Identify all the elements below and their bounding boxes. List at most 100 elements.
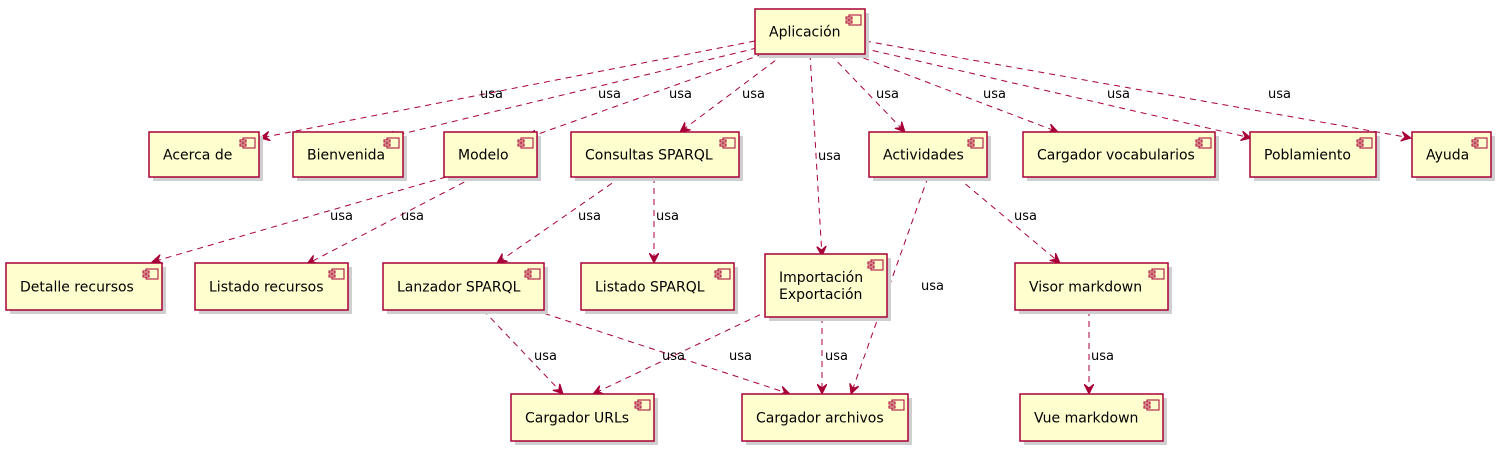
component-label: Aplicación xyxy=(769,25,841,41)
edge-label-aplicacion-to-cargvocab: usa xyxy=(983,87,1006,102)
component-bienvenida: Bienvenida xyxy=(292,131,407,181)
edge-aplicacion-to-poblamiento xyxy=(861,47,1251,138)
component-icon xyxy=(967,137,984,149)
edge-label-actividades-to-cargarch: usa xyxy=(921,279,944,294)
component-label: Bienvenida xyxy=(307,148,385,164)
edge-label-aplicacion-to-impexp: usa xyxy=(818,149,841,164)
component-label: Ayuda xyxy=(1426,148,1469,164)
component-label: Consultas SPARQL xyxy=(585,148,713,164)
component-box xyxy=(764,253,888,318)
edge-lanzador-to-cargarch xyxy=(533,309,790,394)
edge-aplicacion-to-bienvenida xyxy=(385,47,758,138)
edge-label-visor-to-vuemd: usa xyxy=(1091,349,1114,364)
component-label: Importación xyxy=(779,270,863,286)
component-icon xyxy=(1148,268,1165,280)
edge-label-consultas-to-listadosparql: usa xyxy=(656,209,679,224)
component-label: Listado SPARQL xyxy=(595,280,705,296)
component-acerca: Acerca de xyxy=(148,131,263,181)
component-actividades: Actividades xyxy=(868,131,991,181)
component-box xyxy=(382,262,545,311)
component-cargurls: Cargador URLs xyxy=(510,393,658,445)
component-box xyxy=(580,262,735,311)
edge-label-consultas-to-lanzador: usa xyxy=(578,209,601,224)
component-box xyxy=(5,262,163,311)
component-modelo: Modelo xyxy=(443,131,541,181)
component-box xyxy=(194,262,349,311)
component-icon xyxy=(142,268,159,280)
component-label: Poblamiento xyxy=(1264,148,1351,164)
component-listadosparql: Listado SPARQL xyxy=(580,262,738,314)
component-consultas: Consultas SPARQL xyxy=(570,131,743,181)
component-aplicacion: Aplicación xyxy=(754,8,869,58)
edge-label-aplicacion-to-ayuda: usa xyxy=(1268,87,1291,102)
component-icon xyxy=(524,268,541,280)
edge-aplicacion-to-impexp xyxy=(809,53,822,256)
component-box xyxy=(741,393,909,442)
component-label: Modelo xyxy=(458,148,509,164)
component-label: Cargador vocabularios xyxy=(1037,148,1195,164)
component-icon xyxy=(1143,399,1160,411)
component-cargvocab: Cargador vocabularios xyxy=(1022,131,1219,181)
component-icon xyxy=(1356,137,1373,149)
component-icon xyxy=(845,14,862,26)
edge-modelo-to-listadorec xyxy=(307,176,475,264)
component-icon xyxy=(634,399,651,411)
edge-aplicacion-to-ayuda xyxy=(864,40,1411,138)
component-icon xyxy=(328,268,345,280)
component-label: Acerca de xyxy=(163,148,232,164)
component-box xyxy=(868,131,988,178)
component-label: Detalle recursos xyxy=(20,280,134,296)
component-listadorec: Listado recursos xyxy=(194,262,352,314)
component-box xyxy=(510,393,655,442)
component-ayuda: Ayuda xyxy=(1411,131,1495,181)
component-icon xyxy=(888,399,905,411)
component-box xyxy=(1019,393,1164,442)
component-cargarch: Cargador archivos xyxy=(741,393,912,445)
edge-labels-layer: usa usa usa usa usa usa usa usa usa usa usa usa usa u… xyxy=(330,87,1291,364)
edge-label-impexp-to-cargurls: usa xyxy=(662,349,685,364)
edge-label-aplicacion-to-actividades: usa xyxy=(876,87,899,102)
component-box xyxy=(1014,262,1169,311)
component-box xyxy=(570,131,740,178)
component-icon xyxy=(1195,137,1212,149)
edge-aplicacion-to-acerca xyxy=(260,40,756,138)
edge-label-lanzador-to-cargarch: usa xyxy=(729,349,752,364)
component-lanzador: Lanzador SPARQL xyxy=(382,262,548,314)
component-box xyxy=(1022,131,1216,178)
component-vuemd: Vue markdown xyxy=(1019,393,1167,445)
edge-label-modelo-to-listadorec: usa xyxy=(401,209,424,224)
component-poblamiento: Poblamiento xyxy=(1249,131,1380,181)
edge-label-lanzador-to-cargurls: usa xyxy=(534,349,557,364)
edge-label-modelo-to-detalle: usa xyxy=(330,209,353,224)
component-icon xyxy=(719,137,736,149)
edge-aplicacion-to-actividades xyxy=(829,53,905,132)
edge-consultas-to-lanzador xyxy=(497,176,622,263)
component-icon xyxy=(239,137,256,149)
edge-label-aplicacion-to-bienvenida: usa xyxy=(598,87,621,102)
component-label: Visor markdown xyxy=(1029,280,1142,296)
edge-actividades-to-visor xyxy=(956,176,1060,263)
edge-lanzador-to-cargurls xyxy=(482,309,563,394)
edge-aplicacion-to-modelo xyxy=(527,53,764,138)
component-icon xyxy=(867,259,884,271)
component-icon xyxy=(1471,137,1488,149)
component-label: Cargador URLs xyxy=(525,411,629,427)
edge-label-actividades-to-visor: usa xyxy=(1014,209,1037,224)
component-visor: Visor markdown xyxy=(1014,262,1172,314)
component-detalle: Detalle recursos xyxy=(5,262,166,314)
edge-aplicacion-to-cargvocab xyxy=(852,53,1058,132)
edge-label-aplicacion-to-poblamiento: usa xyxy=(1107,87,1130,102)
edge-label-aplicacion-to-acerca: usa xyxy=(480,87,503,102)
component-label: Lanzador SPARQL xyxy=(397,280,521,296)
edges-layer xyxy=(152,40,1411,394)
edge-label-aplicacion-to-modelo: usa xyxy=(669,87,692,102)
edge-label-impexp-to-cargarch: usa xyxy=(825,349,848,364)
component-icon xyxy=(383,137,400,149)
component-label: Actividades xyxy=(883,148,964,164)
edge-label-aplicacion-to-consultas: usa xyxy=(742,87,765,102)
component-icon xyxy=(714,268,731,280)
component-box xyxy=(1249,131,1377,178)
